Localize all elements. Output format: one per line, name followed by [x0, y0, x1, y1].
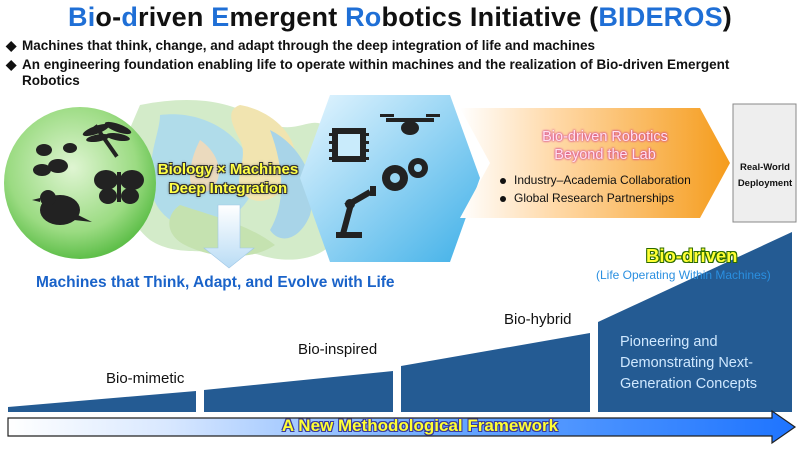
framework-label: A New Methodological Framework — [281, 416, 559, 435]
beyond-lab-item-text: Global Research Partnerships — [514, 191, 675, 205]
stage-bio-driven-title: Bio-driven — [646, 245, 738, 266]
bullet-text: Machines that think, change, and adapt t… — [22, 38, 596, 53]
title-segment: o- — [95, 2, 122, 32]
stage-bio-driven — [598, 232, 792, 412]
insects-icon — [33, 143, 77, 176]
title-segment: ) — [722, 2, 732, 32]
bullet-item: ◆ An engineering foundation enabling life… — [6, 57, 786, 89]
stage-bio-hybrid — [401, 333, 590, 412]
integration-label: Biology × Machines Deep Integration — [157, 161, 299, 197]
stage-label-bio-inspired: Bio-inspired — [298, 341, 378, 358]
title-segment: BIDEROS — [598, 2, 723, 32]
beyond-lab-arrow — [460, 108, 730, 218]
framework-arrow — [7, 409, 797, 445]
page-title: Bio-driven Emergent Robotics Initiative … — [0, 2, 800, 33]
title-segment: E — [211, 2, 230, 32]
bird-icon — [32, 190, 92, 225]
chip-icon — [329, 128, 369, 162]
deployment-box — [732, 103, 797, 223]
stage-bio-inspired — [204, 371, 393, 412]
beyond-lab-item-text: Industry–Academia Collaboration — [514, 173, 691, 187]
dot-bullet-icon — [500, 177, 506, 184]
beyond-lab-title: Bio-driven Robotics Beyond the Lab — [542, 129, 668, 163]
diamond-bullet-icon: ◆ — [6, 38, 17, 53]
integration-down-arrow — [203, 204, 255, 269]
drone-icon — [380, 114, 440, 135]
title-segment: Bi — [68, 2, 96, 32]
stage-bio-mimetic — [8, 391, 196, 412]
stage-label-bio-hybrid: Bio-hybrid — [504, 311, 572, 328]
robot-arm-icon — [336, 186, 376, 238]
deployment-label: Real-World Deployment — [737, 162, 793, 189]
gears-icon — [382, 158, 428, 191]
stage-bio-driven-description: Pioneering and Demonstrating Next-Genera… — [620, 334, 758, 392]
stage-label-bio-mimetic: Bio-mimetic — [106, 370, 185, 387]
integration-outcome: Machines that Think, Adapt, and Evolve w… — [36, 274, 395, 291]
diamond-bullet-icon: ◆ — [6, 57, 17, 72]
title-segment: d — [121, 2, 139, 32]
bullet-text: An engineering foundation enabling life … — [22, 57, 730, 88]
title-segment: botics Initiative ( — [381, 2, 599, 32]
dot-bullet-icon — [500, 195, 506, 202]
dragonfly-icon — [82, 121, 132, 158]
title-segment: mergent — [229, 2, 346, 32]
stage-bio-driven-subtitle: (Life Operating Within Machines) — [596, 268, 771, 282]
beyond-lab-item: Global Research Partnerships — [500, 191, 674, 205]
beyond-lab-item: Industry–Academia Collaboration — [500, 173, 691, 187]
stage-staircase — [8, 232, 792, 412]
title-segment: Ro — [345, 2, 382, 32]
title-segment: riven — [138, 2, 212, 32]
butterfly-icon — [94, 170, 144, 204]
bullet-item: ◆ Machines that think, change, and adapt … — [6, 38, 595, 54]
